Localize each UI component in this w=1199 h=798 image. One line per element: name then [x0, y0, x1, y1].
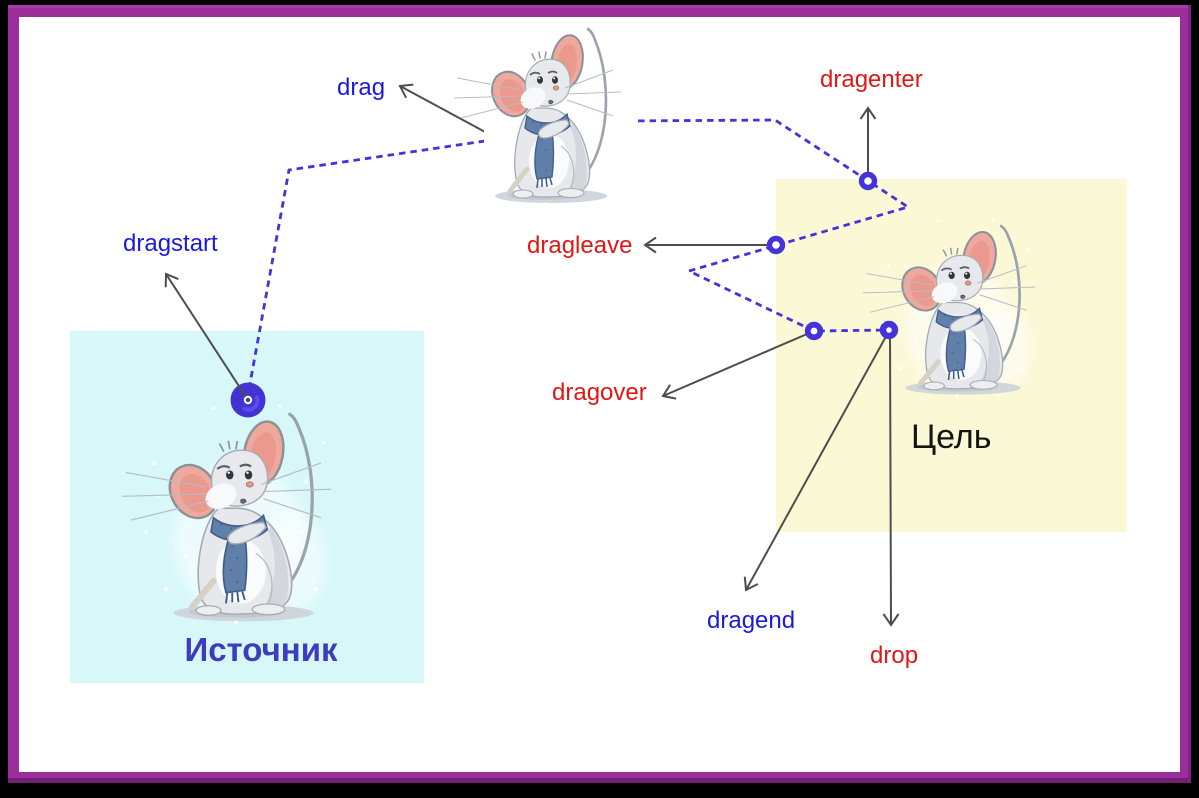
svg-text:dragstart: dragstart	[123, 230, 218, 257]
svg-text:drag: drag	[337, 74, 385, 101]
svg-text:Цель: Цель	[911, 418, 991, 456]
svg-text:Источник: Источник	[184, 631, 338, 668]
svg-text:dragover: dragover	[552, 379, 647, 406]
svg-text:dragend: dragend	[707, 607, 795, 634]
svg-text:dragenter: dragenter	[820, 66, 923, 93]
svg-text:dragleave: dragleave	[527, 232, 632, 259]
svg-text:drop: drop	[870, 642, 918, 669]
